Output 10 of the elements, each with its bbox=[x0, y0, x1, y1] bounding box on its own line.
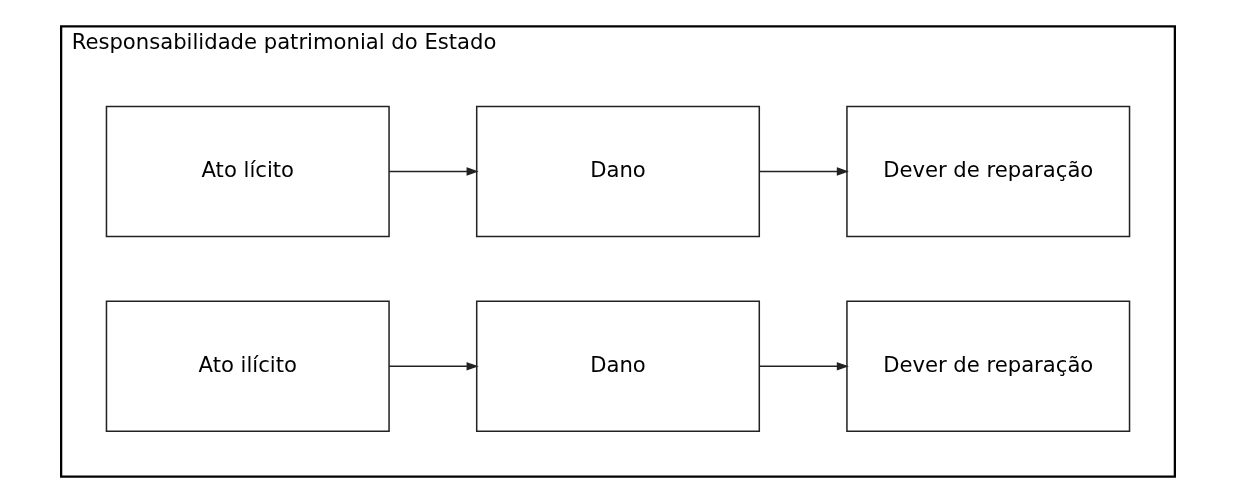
arrow bbox=[758, 362, 849, 371]
arrow bbox=[388, 362, 479, 371]
node-box: Ato lícito bbox=[105, 105, 390, 238]
node-box: Ato ilícito bbox=[105, 300, 390, 433]
node-box: Dever de reparação bbox=[846, 105, 1131, 238]
node-box: Dano bbox=[475, 105, 761, 238]
arrow bbox=[388, 167, 479, 176]
arrow bbox=[758, 167, 849, 176]
node-box: Dever de reparação bbox=[846, 300, 1131, 433]
node-box: Dano bbox=[475, 300, 761, 433]
